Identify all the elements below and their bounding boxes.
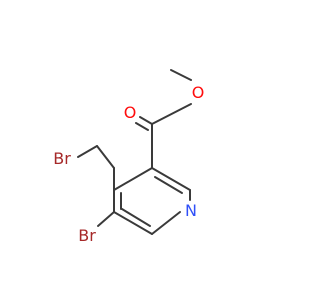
bond-ring-c6-c5: [113, 211, 153, 235]
bond-ring-inner-c6-c5: [121, 208, 151, 227]
atom-label-br-methyl: Br: [53, 149, 71, 168]
bond-ring-inner-c3-c2: [154, 176, 183, 194]
bond-methyl-o: [170, 69, 192, 81]
bond-ring-c4-c3: [113, 167, 153, 191]
bond-ring-n-c6: [151, 211, 181, 235]
atom-label-o-ester: O: [192, 83, 205, 102]
bond-carbonyl-double-a: [139, 116, 153, 125]
molecule-canvas: O O Br Br N: [53, 69, 205, 245]
bond-carbonyl-double-b: [135, 122, 149, 131]
bonds: [77, 69, 192, 235]
bond-ring-c3-c2: [151, 167, 191, 191]
structure-diagram: O O Br Br N: [53, 69, 205, 245]
bond-c5-br: [97, 211, 115, 227]
atom-label-br-ring: Br: [78, 226, 96, 245]
atom-label-o-carbonyl: O: [124, 103, 137, 122]
bond-ch2-c: [96, 145, 115, 169]
bond-ch2-br: [77, 145, 98, 158]
atom-label-n-ring: N: [185, 201, 197, 220]
bond-o-carbonyl-c: [151, 103, 192, 125]
